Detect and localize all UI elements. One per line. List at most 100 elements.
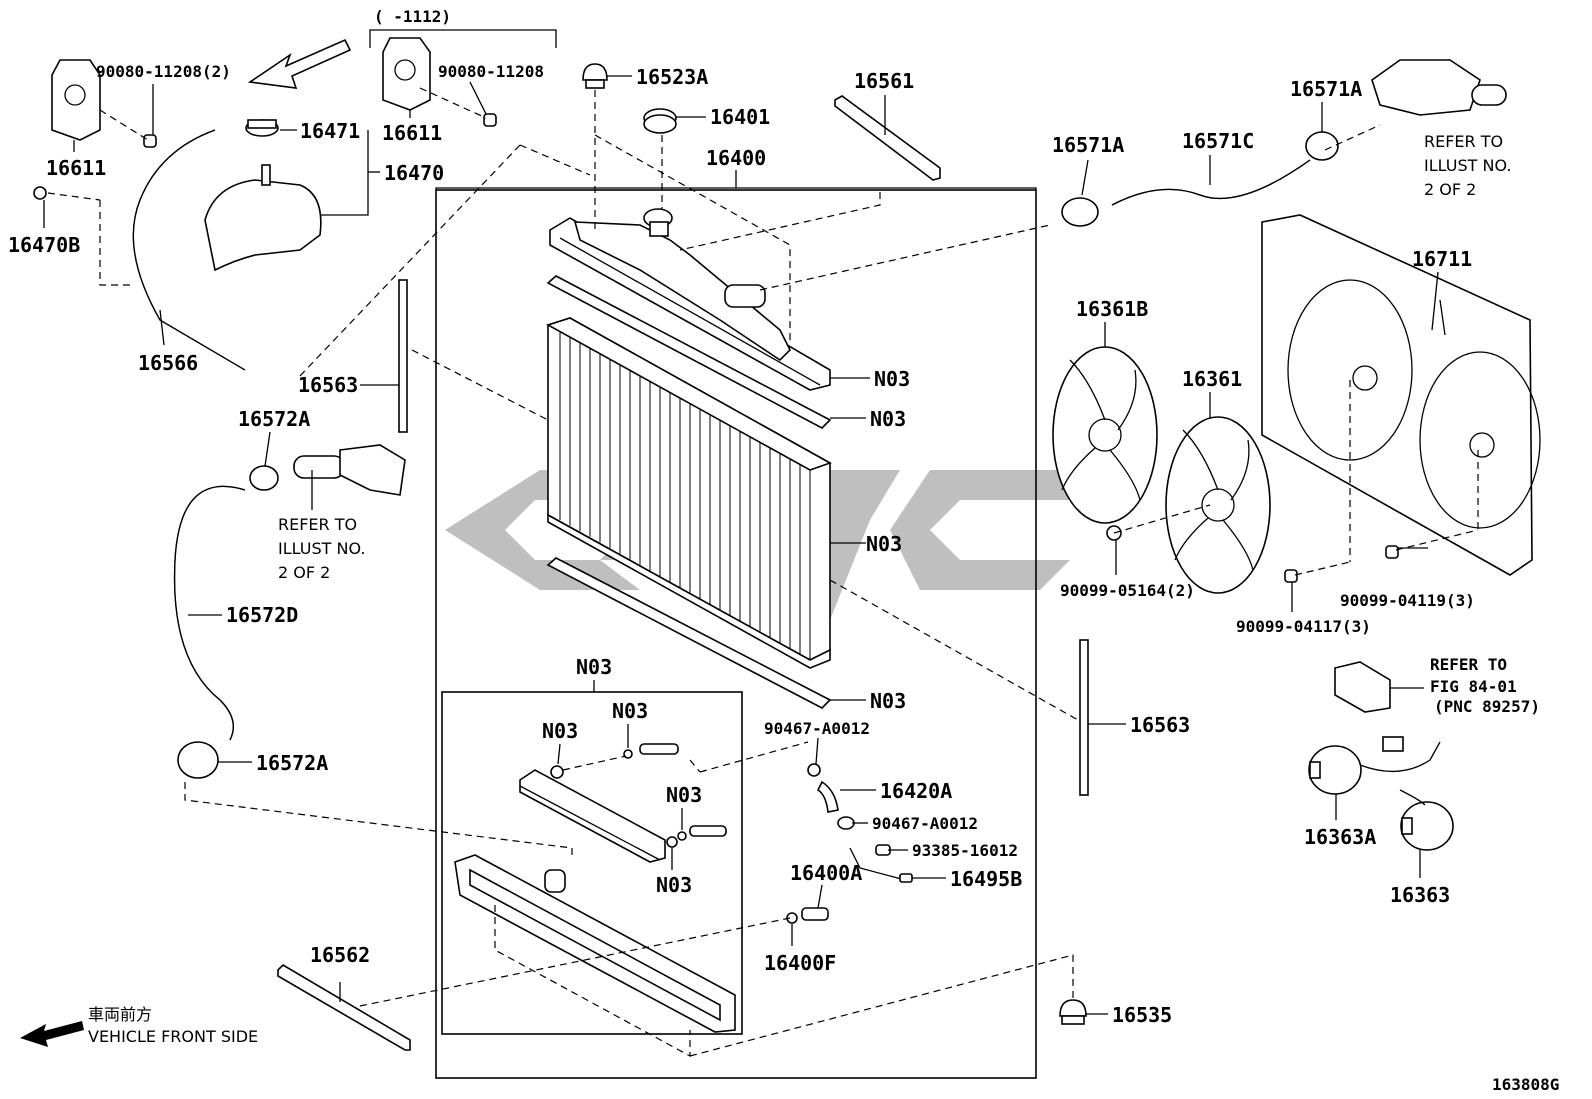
bolt-left: [143, 134, 157, 148]
radiator-assembly-frame: [435, 189, 1037, 1079]
part-label-90467-A0012-lower: 90467-A0012: [872, 814, 978, 833]
part-label-16562: 16562: [310, 943, 370, 967]
part-label-n03-a: N03: [542, 719, 578, 743]
shroud-bolt-a: [1284, 569, 1298, 583]
part-label-16363A: 16363A: [1304, 825, 1376, 849]
part-label-16572D: 16572D: [226, 603, 298, 627]
part-label-16401: 16401: [710, 105, 770, 129]
part-label-16711: 16711: [1412, 247, 1472, 271]
part-label-n03-c: N03: [666, 783, 702, 807]
part-label-90467-A0012-upper: 90467-A0012: [764, 719, 870, 738]
part-label-n03-d: N03: [656, 873, 692, 897]
leader-lines: [43, 29, 1446, 1015]
part-label-16611-left: 16611: [46, 156, 106, 180]
hose-clamp-upper-left: [249, 465, 279, 491]
water-inlet-right: [1371, 59, 1507, 116]
refer-note-right-line1: REFER TO: [1424, 132, 1503, 151]
part-label-16363: 16363: [1390, 883, 1450, 907]
part-label-n03-4: N03: [870, 689, 906, 713]
part-label-16535: 16535: [1112, 1003, 1172, 1027]
part-label-n03-2: N03: [870, 407, 906, 431]
radiator-support-cushion-lower: [1059, 999, 1087, 1025]
radiator-lower-tank: [454, 854, 736, 1033]
shroud-bolt-b: [1385, 545, 1399, 559]
dashed-reference-lines: [47, 87, 1479, 1058]
direction-arrow-top: [247, 38, 352, 89]
part-label-16563-left: 16563: [298, 373, 358, 397]
radiator-core: [545, 317, 832, 669]
part-label-16470: 16470: [384, 161, 444, 185]
part-label-n03-b: N03: [612, 699, 648, 723]
part-label-16572A-lower: 16572A: [256, 751, 328, 775]
part-label-16571A-right: 16571A: [1290, 77, 1362, 101]
reservoir-bracket-right: [382, 37, 431, 111]
radiator-hose-inlet: [173, 485, 246, 741]
refer-fig-line1: REFER TO: [1430, 655, 1507, 674]
part-label-16563-right: 16563: [1130, 713, 1190, 737]
front-side-en: VEHICLE FRONT SIDE: [88, 1027, 258, 1046]
water-outlet-left: [293, 444, 406, 496]
refer-note-left-line1: REFER TO: [278, 515, 357, 534]
part-label-n03-box: N03: [576, 655, 612, 679]
fan-shroud: [1261, 214, 1541, 576]
cooling-fan-16361B: [1052, 346, 1158, 524]
part-label-93385-16012: 93385-16012: [912, 841, 1018, 860]
part-label-16571A-left: 16571A: [1052, 133, 1124, 157]
lower-seal-16562: [277, 963, 411, 1051]
hose-clamp-upper-right-a: [1061, 197, 1099, 227]
part-label-16566: 16566: [138, 351, 198, 375]
part-label-16400F: 16400F: [764, 951, 836, 975]
upper-seal-n03: [546, 275, 832, 429]
refer-note-right-line2: ILLUST NO.: [1424, 156, 1511, 175]
part-label-16523A: 16523A: [636, 65, 708, 89]
radiator-hose-outlet: [1111, 159, 1311, 206]
fan-motor-16363: [1400, 801, 1454, 851]
radiator-support-cushion-upper: [582, 63, 608, 89]
side-seal-right: [1079, 639, 1089, 796]
part-label-16420A: 16420A: [880, 779, 952, 803]
hose-clamp-upper-right-b: [1305, 131, 1339, 161]
refer-fig-line3: (PNC 89257): [1434, 697, 1540, 716]
reservoir-hose: [132, 129, 246, 371]
part-label-16361: 16361: [1182, 367, 1242, 391]
part-label-16470B: 16470B: [8, 233, 80, 257]
lower-tank-detail-frame: [441, 691, 743, 1035]
part-label-90099-05164: 90099-05164(2): [1060, 581, 1195, 600]
fan-resistor: [1334, 661, 1391, 713]
part-label-16495B: 16495B: [950, 867, 1022, 891]
reservoir-cap: [245, 119, 279, 137]
part-label-16361B: 16361B: [1076, 297, 1148, 321]
front-side-jp: 車両前方: [88, 1005, 152, 1024]
refer-note-right-line3: 2 OF 2: [1424, 180, 1476, 199]
fan-motor-16363A: [1308, 745, 1362, 795]
part-label-16611-right: 16611: [382, 121, 442, 145]
upper-seal-16561: [834, 95, 941, 181]
part-label-16471: 16471: [300, 119, 360, 143]
radiator-cap-on-tank: [643, 208, 673, 237]
part-label-90099-04117: 90099-04117(3): [1236, 617, 1371, 636]
refer-note-left-line2: ILLUST NO.: [278, 539, 365, 558]
reservoir-clip: [33, 186, 47, 200]
part-label-16561: 16561: [854, 69, 914, 93]
serial-range-note: ( -1112): [374, 7, 451, 26]
vehicle-front-arrow: [20, 1021, 84, 1047]
cooler-fittings: [550, 743, 727, 848]
cooling-fan-16361: [1165, 416, 1271, 594]
part-label-16400A: 16400A: [790, 861, 862, 885]
refer-fig-line2: FIG 84-01: [1430, 677, 1517, 696]
coolant-reservoir: [204, 164, 322, 272]
hose-clamp-lower-left: [177, 741, 219, 779]
bolt-right: [483, 113, 497, 127]
radiator-cap: [643, 108, 677, 134]
part-label-16572A-upper: 16572A: [238, 407, 310, 431]
part-label-16400: 16400: [706, 146, 766, 170]
part-label-n03-3: N03: [866, 532, 902, 556]
part-label-n03-1: N03: [874, 367, 910, 391]
oil-cooler: [519, 769, 666, 863]
reservoir-bracket-left: [51, 59, 101, 141]
part-label-90080-11208: 90080-11208: [438, 62, 544, 81]
part-label-90099-04119: 90099-04119(3): [1340, 591, 1475, 610]
diagram-id: 163808G: [1492, 1075, 1559, 1094]
part-label-90080-11208-2: 90080-11208(2): [96, 62, 231, 81]
